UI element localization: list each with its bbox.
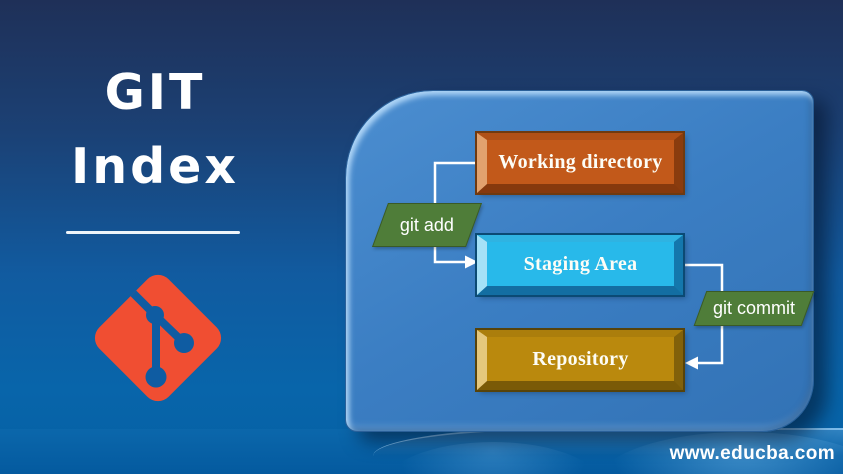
node-working-directory: Working directory (477, 133, 683, 193)
edge-label-git-add: git add (371, 203, 483, 247)
title-divider (66, 231, 240, 234)
git-logo-icon (94, 270, 222, 402)
node-staging-area: Staging Area (477, 235, 683, 295)
edge-label-git-commit-text: git commit (712, 298, 795, 318)
node-staging-area-label: Staging Area (523, 252, 638, 275)
node-repository-label: Repository (532, 347, 629, 370)
edge-git-commit-arrowhead (685, 356, 698, 370)
title-line-2: Index (70, 138, 240, 195)
node-working-directory-label: Working directory (498, 150, 663, 173)
footer-gloss (373, 428, 843, 474)
node-repository: Repository (477, 330, 683, 390)
title-line-1: GIT (104, 64, 206, 121)
edge-git-add-arrowhead (465, 255, 478, 269)
page-title: GIT Index (30, 56, 280, 204)
edge-label-git-add-text: git add (399, 214, 455, 235)
website-watermark: www.educba.com (669, 443, 835, 464)
edge-label-git-commit: git commit (693, 291, 815, 326)
